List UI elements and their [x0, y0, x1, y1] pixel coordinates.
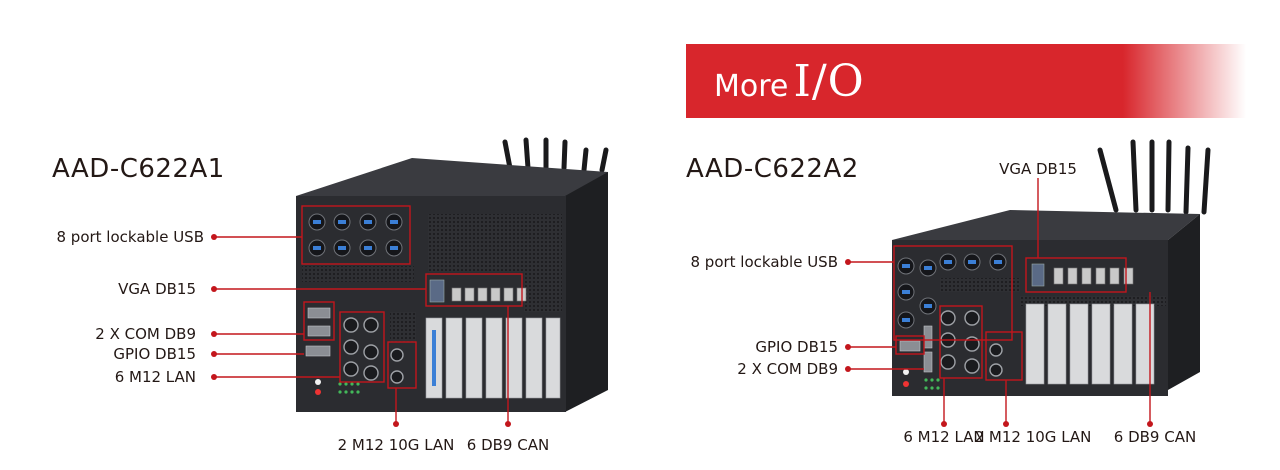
right-callouts — [848, 178, 1151, 424]
left-label-can: 6 DB9 CAN — [466, 436, 550, 454]
banner-io: I/O — [793, 56, 865, 107]
left-label-lan10g: 2 M12 10G LAN — [337, 436, 455, 454]
right-label-can: 6 DB9 CAN — [1113, 428, 1197, 446]
right-chassis-side — [1168, 214, 1200, 390]
banner-word: More — [714, 69, 789, 104]
left-callouts — [214, 205, 523, 424]
left-chassis-side — [565, 172, 608, 412]
right-chassis-top — [892, 210, 1200, 240]
right-device — [892, 139, 1211, 396]
right-label-lan10g: 2 M12 10G LAN — [974, 428, 1092, 446]
left-model-title: AAD-C622A1 — [52, 154, 225, 184]
left-label-usb: 8 port lockable USB — [56, 228, 204, 246]
right-label-com: 2 X COM DB9 — [737, 360, 838, 378]
left-expansion-slots — [425, 317, 561, 399]
right-model-title: AAD-C622A2 — [686, 154, 859, 184]
right-label-usb: 8 port lockable USB — [690, 253, 838, 271]
left-label-vga: VGA DB15 — [118, 280, 196, 298]
left-device — [296, 137, 609, 412]
right-label-lan: 6 M12 LAN — [903, 428, 985, 446]
left-m12-lan — [343, 317, 404, 384]
left-label-lan: 6 M12 LAN — [114, 368, 196, 386]
more-io-banner: More I/O — [686, 44, 1246, 118]
left-label-com: 2 X COM DB9 — [95, 325, 196, 343]
right-label-vga: VGA DB15 — [999, 160, 1077, 178]
right-label-gpio: GPIO DB15 — [755, 338, 838, 356]
left-label-gpio: GPIO DB15 — [113, 345, 196, 363]
left-chassis-top — [296, 158, 608, 200]
banner-title: More I/O — [714, 56, 865, 107]
left-antennas — [502, 137, 609, 173]
right-antennas — [1097, 139, 1211, 215]
